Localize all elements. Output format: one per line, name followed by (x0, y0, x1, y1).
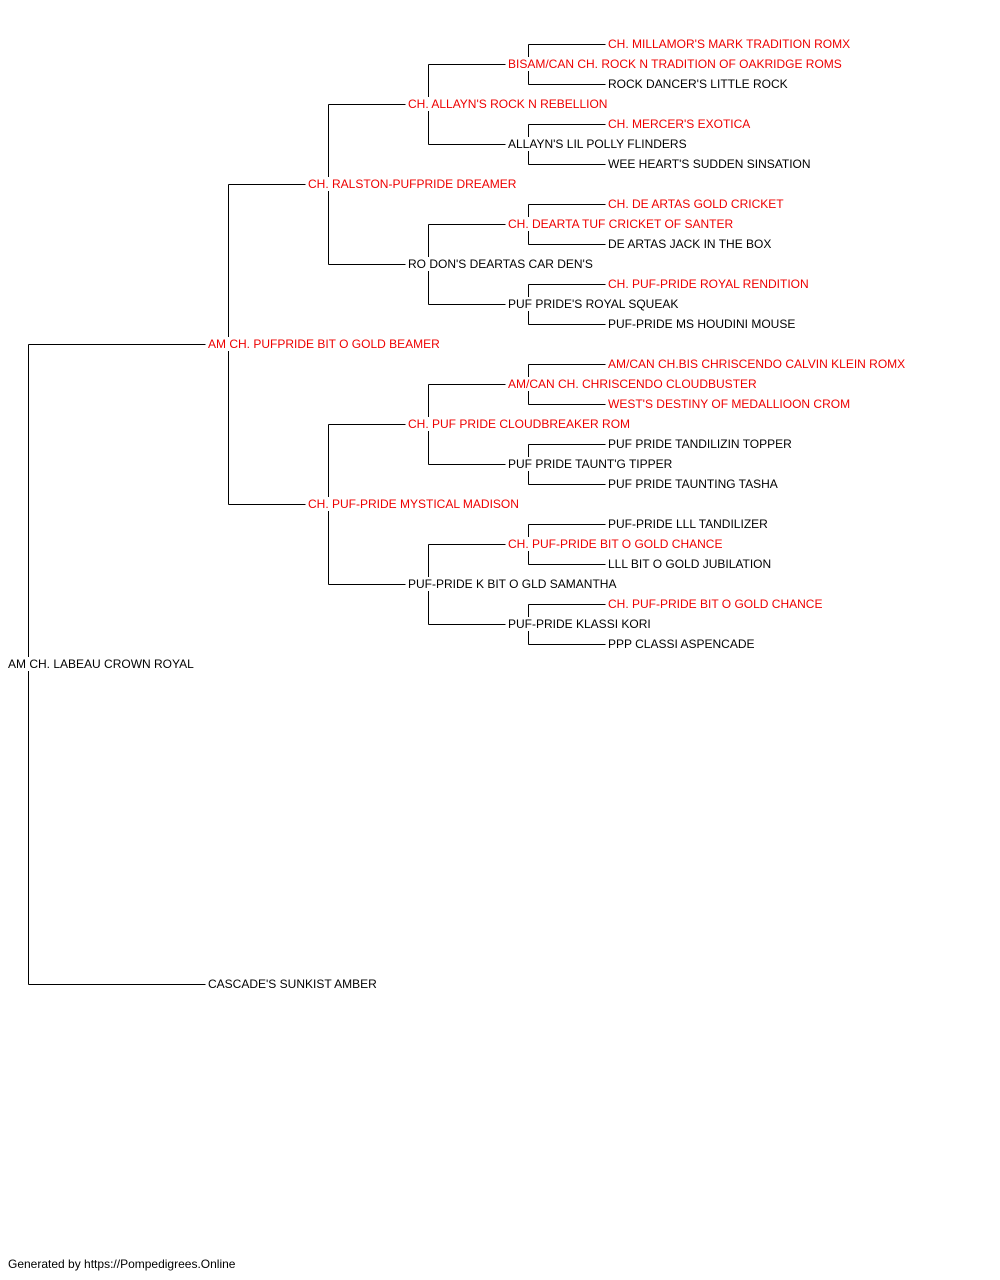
ancestor-name: CH. ALLAYN'S ROCK N REBELLION (406, 97, 610, 111)
ancestor-name: AM/CAN CH.BIS CHRISCENDO CALVIN KLEIN RO… (606, 357, 908, 371)
ancestor-name: AM CH. PUFPRIDE BIT O GOLD BEAMER (206, 337, 442, 351)
ancestor-name: CH. DE ARTAS GOLD CRICKET (606, 197, 786, 211)
ancestor-name: CH. PUF-PRIDE ROYAL RENDITION (606, 277, 811, 291)
ancestor-name: ALLAYN'S LIL POLLY FLINDERS (506, 137, 689, 151)
ancestor-name: WEST'S DESTINY OF MEDALLIOON CROM (606, 397, 853, 411)
ancestor-name: ROCK DANCER'S LITTLE ROCK (606, 77, 790, 91)
ancestor-name: PUF PRIDE TAUNTING TASHA (606, 477, 780, 491)
ancestor-name: BISAM/CAN CH. ROCK N TRADITION OF OAKRID… (506, 57, 844, 71)
ancestor-name: WEE HEART'S SUDDEN SINSATION (606, 157, 813, 171)
ancestor-name: CH. MILLAMOR'S MARK TRADITION ROMX (606, 37, 853, 51)
ancestor-name: PPP CLASSI ASPENCADE (606, 637, 757, 651)
ancestor-name: RO DON'S DEARTAS CAR DEN'S (406, 257, 595, 271)
ancestor-name: PUF PRIDE TAUNT'G TIPPER (506, 457, 675, 471)
ancestor-name: CH. PUF-PRIDE MYSTICAL MADISON (306, 497, 521, 511)
subject-dog-name: AM CH. LABEAU CROWN ROYAL (6, 657, 196, 671)
ancestor-name: PUF PRIDE TANDILIZIN TOPPER (606, 437, 794, 451)
ancestor-name: DE ARTAS JACK IN THE BOX (606, 237, 774, 251)
footer-credit: Generated by https://Pompedigrees.Online (8, 1257, 236, 1271)
ancestor-name: CH. MERCER'S EXOTICA (606, 117, 753, 131)
ancestor-name: PUF-PRIDE MS HOUDINI MOUSE (606, 317, 798, 331)
ancestor-name: PUF-PRIDE KLASSI KORI (506, 617, 653, 631)
ancestor-name: AM/CAN CH. CHRISCENDO CLOUDBUSTER (506, 377, 759, 391)
ancestor-name: LLL BIT O GOLD JUBILATION (606, 557, 774, 571)
ancestor-name: PUF-PRIDE LLL TANDILIZER (606, 517, 770, 531)
ancestor-name: CASCADE'S SUNKIST AMBER (206, 977, 379, 991)
ancestor-name: CH. PUF PRIDE CLOUDBREAKER ROM (406, 417, 633, 431)
ancestor-name: CH. RALSTON-PUFPRIDE DREAMER (306, 177, 519, 191)
ancestor-name: PUF PRIDE'S ROYAL SQUEAK (506, 297, 681, 311)
ancestor-name: CH. DEARTA TUF CRICKET OF SANTER (506, 217, 736, 231)
ancestor-name: PUF-PRIDE K BIT O GLD SAMANTHA (406, 577, 619, 591)
ancestor-name: CH. PUF-PRIDE BIT O GOLD CHANCE (606, 597, 825, 611)
ancestor-name: CH. PUF-PRIDE BIT O GOLD CHANCE (506, 537, 725, 551)
